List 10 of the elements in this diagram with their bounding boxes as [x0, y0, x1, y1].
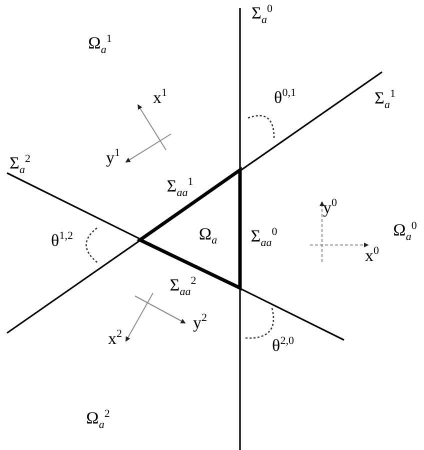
math-label: x$^{1}$ — [153, 88, 167, 106]
math-label: x$^{2}$ — [108, 329, 122, 347]
math-label: y$^{1}$ — [106, 148, 120, 166]
math-label: y$^{2}$ — [193, 313, 207, 331]
math-label: θ$^{0,1}$ — [274, 88, 296, 106]
math-label: x$^{0}$ — [365, 246, 379, 264]
math-label: y$^{0}$ — [323, 198, 337, 216]
math-label: Ω$_{a}$ — [198, 225, 218, 247]
math-label: θ$^{2,0}$ — [272, 336, 294, 354]
math-label: θ$^{1,2}$ — [51, 231, 73, 249]
